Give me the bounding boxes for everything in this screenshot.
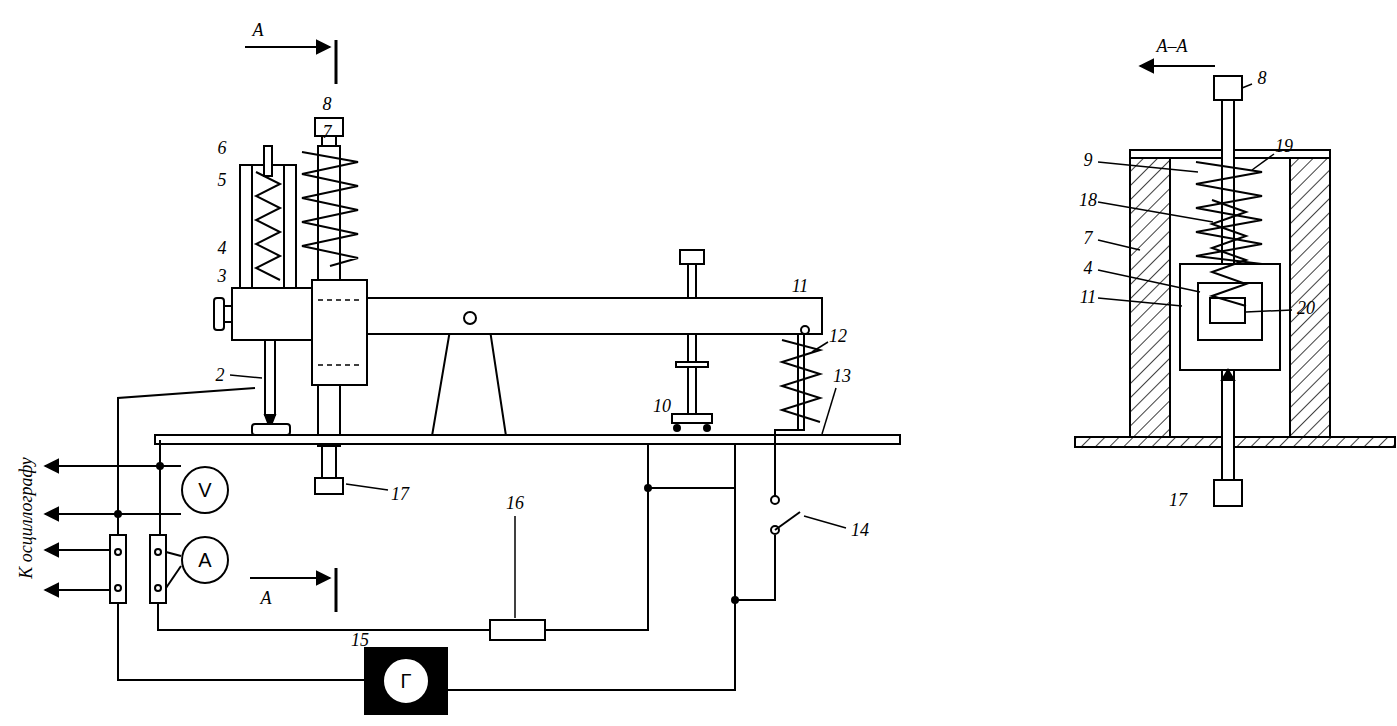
meter-symbol: A [198,550,211,570]
callout-number: 11 [792,277,809,295]
callout-number: 3 [218,267,227,285]
callout-number: 16 [506,494,524,512]
callout-number: 8 [323,95,332,113]
callout-number: 9 [1084,151,1093,169]
callout-number: 17 [1169,491,1187,509]
output-note: К осциллографу [17,457,35,579]
callout-number: 18 [1079,191,1097,209]
callout-number: 7 [1084,229,1093,247]
callout-number: 4 [1084,259,1093,277]
callout-number: 4 [218,239,227,257]
callout-number: 14 [851,521,869,539]
callout-number: 2 [216,366,225,384]
callout-number: 7 [323,123,332,141]
meter-symbol: Г [401,671,412,691]
callout-number: 12 [829,327,847,345]
section-mark: А [253,21,264,39]
callout-number: 15 [351,631,369,649]
callout-number: 13 [833,367,851,385]
meter-circle: V [181,466,229,514]
meter-circle: Г [382,657,430,705]
callout-number: 20 [1297,299,1315,317]
meter-circle: A [181,536,229,584]
callout-number: 10 [653,397,671,415]
callout-number: 11 [1080,288,1097,306]
callout-number: 19 [1275,137,1293,155]
section-title: А–А [1157,37,1188,55]
callout-number: 17 [391,485,409,503]
meter-symbol: V [198,480,211,500]
section-mark: А [261,589,272,607]
callout-number: 5 [218,171,227,189]
callout-number: 8 [1258,69,1267,87]
callout-number: 6 [218,139,227,157]
